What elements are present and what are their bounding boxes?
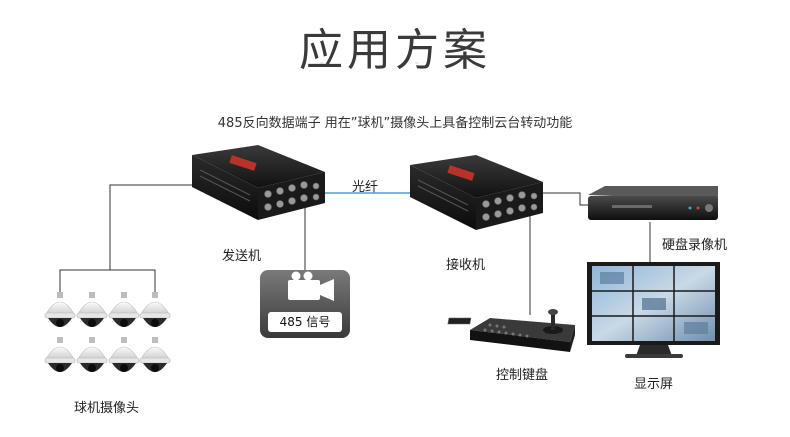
monitor-label: 显示屏 (634, 377, 674, 392)
ptz-keyboard-label: 控制键盘 (496, 368, 549, 383)
ptz-keyboard (447, 309, 575, 352)
receiver-label: 接收机 (446, 258, 486, 273)
page-title: 应用方案 (299, 25, 491, 76)
receiver-unit (410, 155, 543, 230)
dvr-cable (530, 192, 588, 206)
video-camera-icon (288, 271, 334, 301)
dvr-unit (588, 186, 718, 220)
sender-label: 发送机 (222, 249, 262, 264)
dome-cameras-label: 球机摄像头 (74, 401, 140, 416)
dome-camera (139, 337, 171, 372)
camera-cable (109, 184, 192, 270)
page-subtitle: 485反向数据端子 用在”球机”摄像头上具备控制云台转动功能 (217, 116, 573, 131)
sender-unit (192, 145, 325, 220)
dome-camera-group (44, 292, 171, 372)
monitor-unit (587, 262, 720, 358)
dome-camera (139, 292, 171, 327)
cable-lines (59, 184, 651, 315)
fiber-label: 光纤 (352, 180, 379, 195)
signal-card-label: 485 信号 (280, 315, 331, 329)
dvr-label: 硬盘录像机 (662, 238, 728, 253)
camera-bracket (59, 269, 156, 292)
dome-camera (108, 337, 140, 372)
dome-camera (44, 337, 76, 372)
dome-camera (44, 292, 76, 327)
dome-camera (76, 292, 108, 327)
dome-camera (108, 292, 140, 327)
dome-camera (76, 337, 108, 372)
signal-card: 485 信号 (260, 270, 350, 338)
